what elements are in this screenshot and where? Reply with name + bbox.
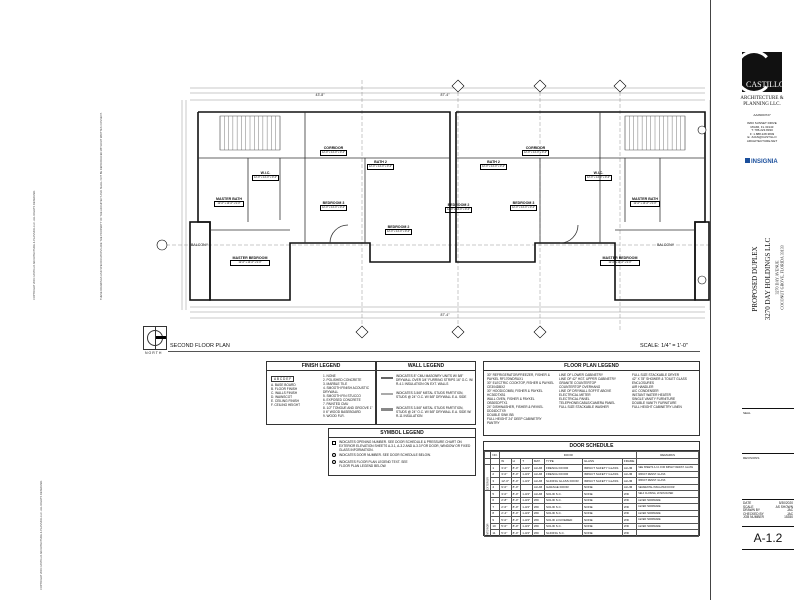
table-cell: WD (621, 516, 638, 524)
symbol-legend-item: INDICATES DOOR NUMBER. SEE DOOR SCHEDULE… (339, 453, 431, 457)
room-label-wic-left: W.I.C.12'-0" x 14'-0" x 9'-0" (252, 171, 279, 181)
symbol-legend-title: SYMBOL LEGEND (329, 429, 475, 438)
seal-label: SEAL (743, 411, 751, 415)
table-cell: 5'-0" (499, 522, 512, 530)
table-cell: 11 (490, 529, 501, 537)
table-cell: WD (531, 516, 545, 524)
finish-key: A B C D E F (271, 376, 295, 382)
table-cell: WD (621, 522, 638, 530)
table-cell: WD (531, 522, 545, 530)
finish-legend-title: FINISH LEGEND (267, 362, 375, 371)
table-cell: SLIDING S.C. (543, 529, 584, 537)
symbol-legend-item: INDICATES OPENING NUMBER. SEE DOOR SCHED… (339, 440, 471, 452)
section-marker (451, 79, 465, 93)
wall-legend-item: INDICATES 8" CMU MASONRY UNITS W/ 5/8" D… (396, 374, 474, 386)
table-cell: WD (621, 529, 638, 537)
wall-legend-title: WALL LEGEND (377, 362, 475, 371)
plan-title: SECOND FLOOR PLAN (170, 343, 230, 349)
firm-name: ARCHITECTURE & PLANNING LLC. (740, 96, 784, 107)
table-cell: WD (531, 529, 545, 537)
table-cell: 2'-4" (499, 509, 512, 517)
north-arrow-icon (143, 326, 167, 350)
table-cell: SOLID S.C. (543, 509, 584, 517)
overall-dimension: 87'-4" (441, 93, 451, 97)
floor-plan-legend-title: FLOOR PLAN LEGEND (484, 362, 699, 371)
wall-legend-item: INDICATES 3-5/8" METAL STUDS PARTITION, … (396, 391, 467, 399)
client-name: 3270 DAY HOLDINGS LLC (764, 237, 772, 321)
table-cell: WD (531, 509, 545, 517)
room-label-wic-right: W.I.C.12'-0" x 14'-0" x 9'-0" (585, 171, 612, 181)
floor-plan-legend: FLOOR PLAN LEGEND 30" REFRIGERATOR/FREEZ… (483, 361, 700, 436)
firm-logo: CASTILLO (734, 50, 785, 94)
table-cell: NONE (582, 529, 623, 537)
unit-dimension: 43'-8" (316, 93, 326, 97)
symbol-legend: SYMBOL LEGEND INDICATES OPENING NUMBER. … (328, 428, 476, 476)
door-schedule-title: DOOR SCHEDULE (484, 442, 699, 451)
sheet-number: A-1.2 (753, 531, 783, 545)
symbol-legend-item: INDICATES FLOOR PLAN LEGEND TEXT. SEE FL… (339, 460, 408, 468)
table-cell: SOLID S.C. (543, 522, 584, 530)
overall-dimension-bottom: 87'-4" (441, 313, 451, 317)
project-name: PROPOSED DUPLEX (751, 246, 759, 312)
insignia-logo: INSIGNIA (745, 158, 778, 165)
firm-license: AA26003727 (753, 113, 771, 117)
project-address-2: COCONUT GROVE, FLORIDA 33133 (779, 245, 785, 310)
plan-scale: SCALE: 1/4" = 1'-0" (640, 343, 688, 349)
room-label-balcony-right: BALCONY (657, 243, 675, 247)
table-cell: WD (621, 509, 638, 517)
table-cell: 5'-0" (499, 516, 512, 524)
floor-plan-drawing: 87'-4" 43'-8" 87'-4" (156, 79, 710, 339)
wall-legend-item: INDICATES 3-5/8" METAL STUDS PARTITION, … (396, 406, 472, 418)
table-cell: 5'-0" (499, 529, 512, 537)
copyright-note-lower: COPYRIGHT 2019 CASTILLO ARCHITECTURE & P… (40, 480, 43, 590)
floor-legend-col1: 30" REFRIGERATOR/FREEZER, FISHER & PAYKE… (487, 373, 554, 425)
table-cell: 1-3/4" (520, 529, 533, 537)
room-label-balcony-left: BALCONY (191, 243, 209, 247)
table-cell: LEVER HARDWARE (636, 516, 699, 524)
revisions-label: REVISIONS (743, 456, 760, 460)
table-cell: LEVER HARDWARE (636, 509, 699, 517)
table-cell: SOLID LOUVERED (543, 516, 584, 524)
wall-legend: WALL LEGEND INDICATES 8" CMU MASONRY UNI… (376, 361, 476, 425)
table-cell: LEVER HARDWARE (636, 522, 699, 530)
table-cell: 8'-0" (510, 529, 522, 537)
table-cell (636, 529, 699, 537)
north-label: NORTH (145, 351, 163, 355)
